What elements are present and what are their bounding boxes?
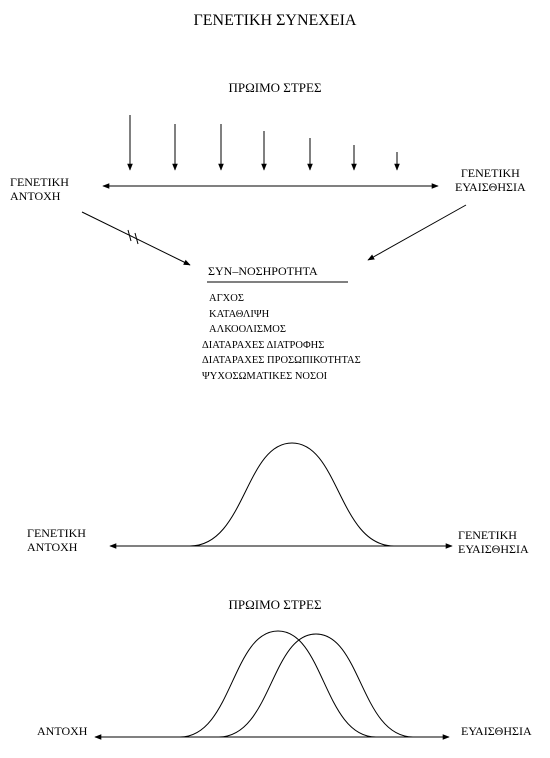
- stress-shifted-distribution-curve: [218, 633, 414, 738]
- comorbidity-item-psychosomatic-diseases: ΨΥΧΟΣΩΜΑΤΙΚΕΣ ΝΟΣΟΙ: [202, 370, 328, 382]
- comorbidity-item-eating-disorders: ΔΙΑΤΑΡΑΧΕΣ ΔΙΑΤΡΟΦΗΣ: [202, 339, 325, 351]
- genetic-resilience-label-middle-line1: ΓΕΝΕΤΙΚΗ: [27, 526, 86, 540]
- genetic-susceptibility-label-top-line1: ΓΕΝΕΤΙΚΗ: [460, 166, 520, 180]
- genetic-susceptibility-label-top: ΓΕΝΕΤΙΚΗ ΕΥΑΙΣΘΗΣΙΑ: [455, 166, 526, 195]
- susceptibility-label-bottom: ΕΥΑΙΣΘΗΣΙΑ: [461, 724, 532, 738]
- early-stress-label-top: ΠΡΩΙΜΟ ΣΤΡΕΣ: [228, 80, 322, 95]
- genetic-resilience-label-top-line1: ΓΕΝΕΤΙΚΗ: [10, 175, 69, 189]
- susceptibility-to-comorbidity-arrow: [367, 204, 467, 261]
- genetic-susceptibility-label-middle: ΓΕΝΕΤΙΚΗ ΕΥΑΙΣΘΗΣΙΑ: [458, 528, 529, 557]
- block-mark-1: [127, 229, 132, 242]
- baseline-distribution-curve: [179, 630, 377, 738]
- comorbidity-item-personality-disorders: ΔΙΑΤΑΡΑΧΕΣ ΠΡΟΣΩΠΙΚΟΤΗΤΑΣ: [202, 355, 361, 366]
- genetic-resilience-label-top-line2: ΑΝΤΟΧΗ: [10, 188, 61, 203]
- comorbidity-list: ΑΓΧΟΣ ΚΑΤΑΘΛΙΨΗ ΑΛΚΟΟΛΙΣΜΟΣ ΔΙΑΤΑΡΑΧΕΣ Δ…: [202, 291, 361, 384]
- genetic-resilience-label-middle: ΓΕΝΕΤΙΚΗ ΑΝΤΟΧΗ: [27, 526, 86, 555]
- genetic-resilience-label-middle-line2: ΑΝΤΟΧΗ: [27, 539, 78, 554]
- comorbidity-item-depression: ΚΑΤΑΘΛΙΨΗ: [209, 308, 270, 320]
- comorbidity-item-anxiety: ΑΓΧΟΣ: [209, 293, 244, 304]
- block-mark-2: [134, 232, 139, 245]
- genetic-susceptibility-label-top-line2: ΕΥΑΙΣΘΗΣΙΑ: [455, 179, 526, 194]
- comorbidity-item-alcoholism: ΑΛΚΟΟΛΙΣΜΟΣ: [209, 324, 286, 335]
- genetic-distribution-curve: [189, 442, 395, 547]
- early-stress-label-bottom: ΠΡΩΙΜΟ ΣΤΡΕΣ: [228, 597, 322, 612]
- genetic-susceptibility-label-middle-line1: ΓΕΝΕΤΙΚΗ: [458, 528, 517, 542]
- genetic-susceptibility-label-middle-line2: ΕΥΑΙΣΘΗΣΙΑ: [458, 541, 529, 556]
- diagram-title: ΓΕΝΕΤΙΚΗ ΣΥΝΕΧΕΙΑ: [193, 12, 357, 29]
- genetic-resilience-label-top: ΓΕΝΕΤΙΚΗ ΑΝΤΟΧΗ: [10, 175, 69, 204]
- resilience-label-bottom: ΑΝΤΟΧΗ: [37, 724, 88, 738]
- comorbidity-title: ΣΥΝ–ΝΟΣΗΡΟΤΗΤΑ: [208, 264, 318, 278]
